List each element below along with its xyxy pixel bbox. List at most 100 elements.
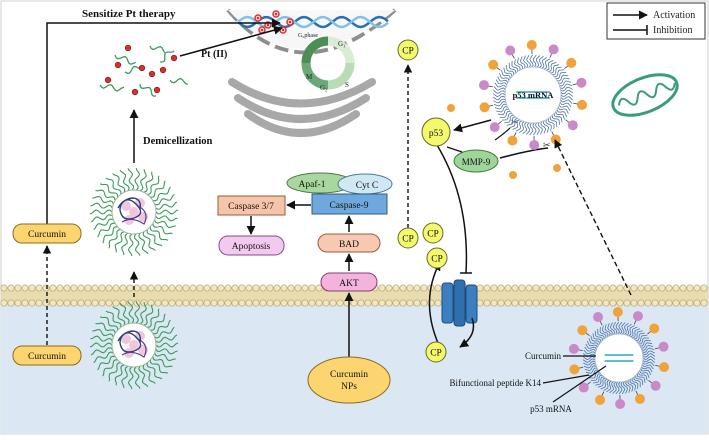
pt-atom: [125, 45, 131, 51]
lipid-head: [183, 300, 189, 306]
peptide-bead: [593, 312, 603, 322]
lipid-head: [323, 300, 329, 306]
lipid-head: [421, 300, 427, 306]
lipid-head: [421, 285, 427, 291]
cp-label: CP: [431, 255, 443, 265]
lipid-head: [8, 300, 14, 306]
peptide-bead: [505, 45, 515, 55]
lipid-head: [638, 285, 644, 291]
lipid-head: [561, 285, 567, 291]
lipid-head: [484, 285, 490, 291]
lipid-head: [148, 300, 154, 306]
lipid-head: [386, 285, 392, 291]
g0-phase-label: G₀phase: [298, 33, 318, 39]
lipid-head: [267, 300, 273, 306]
lipid-head: [610, 300, 616, 306]
lipid-head: [393, 285, 399, 291]
lipid-head: [603, 285, 609, 291]
lipid-head: [204, 300, 210, 306]
lipid-head: [253, 300, 259, 306]
lipid-head: [141, 285, 147, 291]
lipid-head: [36, 285, 42, 291]
lipid-head: [162, 300, 168, 306]
legend-activation: Activation: [653, 10, 695, 21]
lipid-head: [176, 285, 182, 291]
curcumin-bead: [488, 60, 498, 70]
cp-molecule: CP: [426, 342, 446, 362]
lipid-head: [589, 285, 595, 291]
pt-label: Pt (II): [201, 49, 227, 60]
lipid-head: [575, 285, 581, 291]
lipid-head: [211, 300, 217, 306]
lipid-head: [575, 300, 581, 306]
pt-atom: [154, 87, 160, 93]
lipid-head: [43, 285, 49, 291]
cp-molecule: CP: [427, 248, 447, 268]
lipid-head: [330, 300, 336, 306]
lipid-head: [407, 300, 413, 306]
lipid-head: [351, 300, 357, 306]
lipid-head: [1, 285, 7, 291]
lipid-head: [652, 300, 658, 306]
akt-label: AKT: [339, 279, 359, 289]
lipid-head: [540, 300, 546, 306]
cytc-label: Cyt C: [356, 181, 378, 191]
lipid-head: [526, 285, 532, 291]
g2-label: G₂: [320, 84, 328, 92]
cp-label: CP: [430, 349, 442, 359]
lipid-head: [694, 285, 700, 291]
cp-label: CP: [427, 230, 439, 240]
lipid-head: [190, 285, 196, 291]
lipid-head: [624, 300, 630, 306]
lipid-head: [274, 300, 280, 306]
cp-label: CP: [402, 235, 414, 245]
lipid-head: [22, 300, 28, 306]
np-core: [595, 334, 643, 382]
curcumin-bead: [635, 394, 645, 404]
apaf1-label: Apaf-1: [299, 179, 326, 190]
lipid-head: [134, 285, 140, 291]
lipid-head: [393, 300, 399, 306]
lipid-head: [309, 285, 315, 291]
peptide-fragment: [553, 164, 561, 172]
curcumin-bead: [649, 323, 659, 333]
caspase9-label: Caspase-9: [329, 201, 368, 211]
lipid-head: [540, 285, 546, 291]
lipid-head: [491, 285, 497, 291]
lipid-head: [568, 285, 574, 291]
lipid-head: [365, 300, 371, 306]
lipid-head: [71, 285, 77, 291]
drug-payload: [129, 207, 139, 217]
lipid-head: [414, 300, 420, 306]
lipid-head: [246, 285, 252, 291]
lipid-head: [155, 285, 161, 291]
lipid-head: [204, 285, 210, 291]
lipid-head: [155, 300, 161, 306]
lipid-head: [596, 285, 602, 291]
drug-payload: [129, 340, 139, 350]
lipid-head: [267, 285, 273, 291]
lipid-head: [22, 285, 28, 291]
lipid-head: [379, 300, 385, 306]
lipid-head: [239, 285, 245, 291]
lipid-head: [148, 285, 154, 291]
lipid-head: [127, 285, 133, 291]
peptide-bead: [615, 399, 625, 409]
lipid-head: [701, 285, 707, 291]
s-label: S: [345, 81, 349, 89]
lipid-head: [302, 300, 308, 306]
peptide-bead: [490, 122, 500, 132]
lipid-head: [260, 300, 266, 306]
lipid-head: [547, 300, 553, 306]
lipid-head: [547, 285, 553, 291]
curcumin-bead: [659, 362, 669, 372]
lipid-head: [288, 285, 294, 291]
lipid-head: [505, 285, 511, 291]
lipid-head: [232, 285, 238, 291]
pt-atom: [139, 65, 145, 71]
lipid-head: [680, 285, 686, 291]
lipid-head: [596, 300, 602, 306]
lipid-head: [491, 300, 497, 306]
